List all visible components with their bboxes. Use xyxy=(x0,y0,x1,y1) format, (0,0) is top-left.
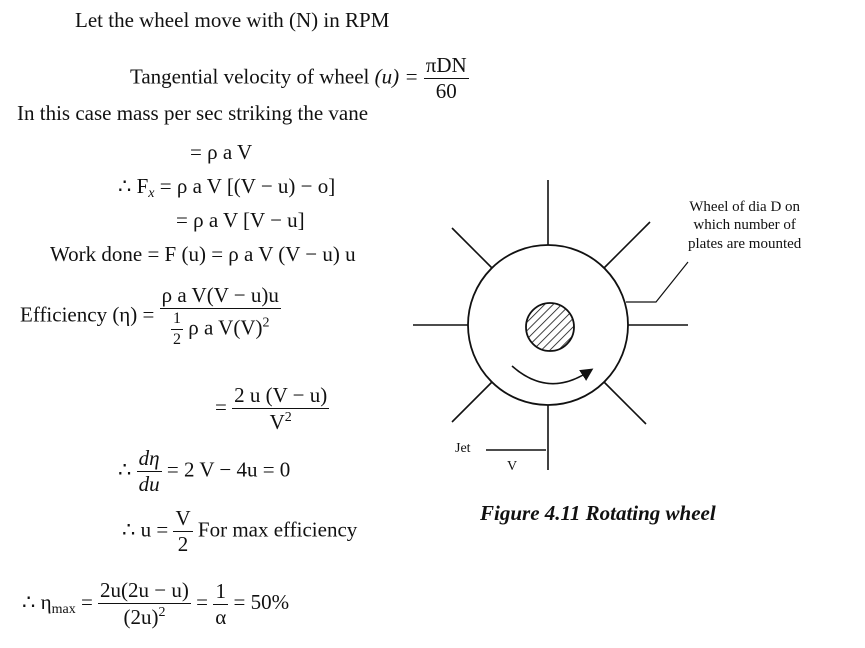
max-efficiency-eq: ∴ ηmax = 2u(2u − u) (2u)2 = 1 α = 50% xyxy=(22,578,290,629)
plate-top-right xyxy=(603,221,651,269)
wheel-plates xyxy=(413,180,688,470)
velocity-label: V xyxy=(507,459,518,474)
efficiency-simplified: = 2 u (V − u) V2 xyxy=(215,383,330,434)
jet-label: Jet xyxy=(455,441,471,456)
intro-line: Let the wheel move with (N) in RPM xyxy=(75,8,390,32)
eq-work-done: Work done = F (u) = ρ a V (V − u) u xyxy=(50,242,356,266)
tangential-velocity-eq: Tangential velocity of wheel (u) = πDN 6… xyxy=(130,53,469,103)
hatched-hub xyxy=(525,302,575,352)
eq-mass: = ρ a V xyxy=(190,140,253,164)
tangential-fraction: πDN 60 xyxy=(423,53,469,103)
plate-top-left xyxy=(451,227,493,269)
mass-line: In this case mass per sec striking the v… xyxy=(17,101,369,125)
plate-bottom-right xyxy=(603,381,647,425)
eq-force-1: ∴ Fx = ρ a V [(V − u) − o] xyxy=(118,174,336,201)
derivative-eq: ∴ dη du = 2 V − 4u = 0 xyxy=(118,446,291,496)
efficiency-fraction: ρ a V(V − u)u 1 2 ρ a V(V)2 xyxy=(159,283,281,348)
derivative-fraction: dη du xyxy=(136,446,162,496)
max-efficiency-condition: ∴ u = V 2 For max efficiency xyxy=(122,506,358,556)
efficiency-eq: Efficiency (η) = ρ a V(V − u)u 1 2 ρ a V… xyxy=(20,283,281,348)
eta-one-over-alpha: 1 α xyxy=(213,578,229,629)
rotation-arrow xyxy=(511,365,594,385)
efficiency-simplified-fraction: 2 u (V − u) V2 xyxy=(232,383,330,434)
wheel-label: Wheel of dia D on which number of plates… xyxy=(688,199,802,252)
eq-force-2: = ρ a V [V − u] xyxy=(176,208,305,232)
label-leader-line xyxy=(626,261,689,303)
figure-caption: Figure 4.11 Rotating wheel xyxy=(480,501,716,525)
plate-bottom-left xyxy=(451,381,493,423)
eta-max-fraction: 2u(2u − u) (2u)2 xyxy=(98,578,191,629)
u-fraction: V 2 xyxy=(173,506,193,556)
wheel-circle xyxy=(467,244,629,406)
